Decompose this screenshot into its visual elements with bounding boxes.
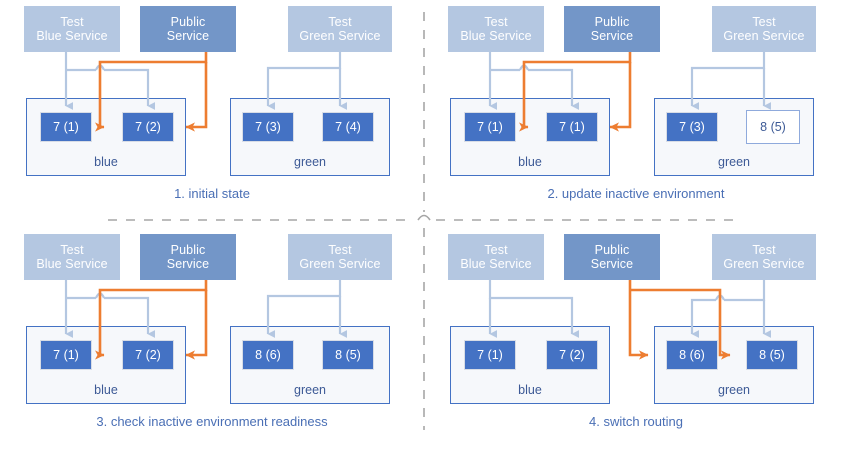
wire-test-blue-to-instance-2 bbox=[104, 68, 155, 110]
instance-box[interactable]: 7 (3) bbox=[666, 112, 718, 142]
instance-box[interactable]: 8 (6) bbox=[666, 340, 718, 370]
environment-label: blue bbox=[94, 383, 118, 397]
instance-box[interactable]: 7 (1) bbox=[546, 112, 598, 142]
instance-box[interactable]: 8 (5) bbox=[746, 340, 798, 370]
service-label-line2: Green Service bbox=[723, 29, 805, 43]
wire-test-green-to-instance-3 bbox=[266, 52, 342, 110]
wire-public-to-instance-2 bbox=[609, 62, 632, 132]
service-label-line1: Test bbox=[328, 243, 352, 257]
service-label-line1: Test bbox=[60, 243, 84, 257]
service-label-line1: Public bbox=[594, 15, 630, 29]
service-label-line2: Blue Service bbox=[36, 257, 108, 271]
environment-label: blue bbox=[518, 155, 542, 169]
wire-test-green-to-instance-3 bbox=[690, 52, 766, 110]
panel-caption: 1. initial state bbox=[174, 186, 250, 201]
service-label-line2: Green Service bbox=[723, 257, 805, 271]
wire-public-to-instance-1 bbox=[95, 280, 208, 360]
wire-public-to-instance-3 bbox=[628, 280, 649, 360]
service-label-line1: Public bbox=[170, 15, 206, 29]
environment-label: green bbox=[294, 155, 326, 169]
panel-caption: 2. update inactive environment bbox=[547, 186, 725, 201]
service-label-line1: Test bbox=[60, 15, 84, 29]
service-label-line2: Service bbox=[590, 257, 634, 271]
service-label-line1: Test bbox=[752, 243, 776, 257]
environment-label: green bbox=[294, 383, 326, 397]
wire-public-to-instance-2 bbox=[185, 62, 208, 132]
wire-test-green-to-instance-3 bbox=[690, 298, 716, 338]
wire-test-blue-to-instance-2 bbox=[104, 296, 155, 338]
service-label-line1: Public bbox=[170, 243, 206, 257]
service-label-line1: Test bbox=[484, 243, 508, 257]
environment-label: green bbox=[718, 155, 750, 169]
environment-label: blue bbox=[94, 155, 118, 169]
routing-wires bbox=[64, 52, 347, 132]
instance-box[interactable]: 7 (1) bbox=[464, 340, 516, 370]
routing-wires bbox=[488, 280, 771, 360]
service-label-line2: Green Service bbox=[299, 257, 381, 271]
panel-caption: 4. switch routing bbox=[589, 414, 683, 429]
instance-box[interactable]: 8 (5) bbox=[746, 110, 800, 144]
instance-box[interactable]: 7 (1) bbox=[40, 112, 92, 142]
routing-wires bbox=[64, 280, 347, 360]
instance-box[interactable]: 7 (4) bbox=[322, 112, 374, 142]
service-label-line1: Public bbox=[594, 243, 630, 257]
instance-box[interactable]: 7 (2) bbox=[122, 112, 174, 142]
service-label-line2: Service bbox=[590, 29, 634, 43]
instance-box[interactable]: 7 (1) bbox=[464, 112, 516, 142]
service-label-line1: Test bbox=[752, 15, 776, 29]
wire-public-to-instance-2 bbox=[185, 290, 208, 360]
wire-public-to-instance-1 bbox=[95, 52, 208, 132]
environment-label: blue bbox=[518, 383, 542, 397]
environment-label: green bbox=[718, 383, 750, 397]
wire-test-blue-to-instance-2 bbox=[528, 68, 579, 110]
divider-jump-arc bbox=[417, 214, 431, 221]
service-label-line1: Test bbox=[328, 15, 352, 29]
service-label-line2: Blue Service bbox=[460, 257, 532, 271]
wire-test-green-to-instance-3 bbox=[266, 280, 342, 338]
instance-box[interactable]: 8 (6) bbox=[242, 340, 294, 370]
instance-box[interactable]: 8 (5) bbox=[322, 340, 374, 370]
service-label-line1: Test bbox=[484, 15, 508, 29]
service-label-line2: Green Service bbox=[299, 29, 381, 43]
wire-public-to-instance-1 bbox=[519, 52, 632, 132]
instance-box[interactable]: 7 (3) bbox=[242, 112, 294, 142]
wire-test-green-branch bbox=[724, 280, 766, 302]
instance-box[interactable]: 7 (2) bbox=[122, 340, 174, 370]
instance-box[interactable]: 7 (2) bbox=[546, 340, 598, 370]
service-label-line2: Service bbox=[166, 29, 210, 43]
service-label-line2: Blue Service bbox=[36, 29, 108, 43]
service-label-line2: Service bbox=[166, 257, 210, 271]
service-label-line2: Blue Service bbox=[460, 29, 532, 43]
instance-box[interactable]: 7 (1) bbox=[40, 340, 92, 370]
wire-public-to-instance-4 bbox=[630, 288, 731, 360]
routing-wires bbox=[488, 52, 771, 132]
wire-test-blue-to-instance-2 bbox=[488, 280, 579, 338]
panel-caption: 3. check inactive environment readiness bbox=[96, 414, 328, 429]
